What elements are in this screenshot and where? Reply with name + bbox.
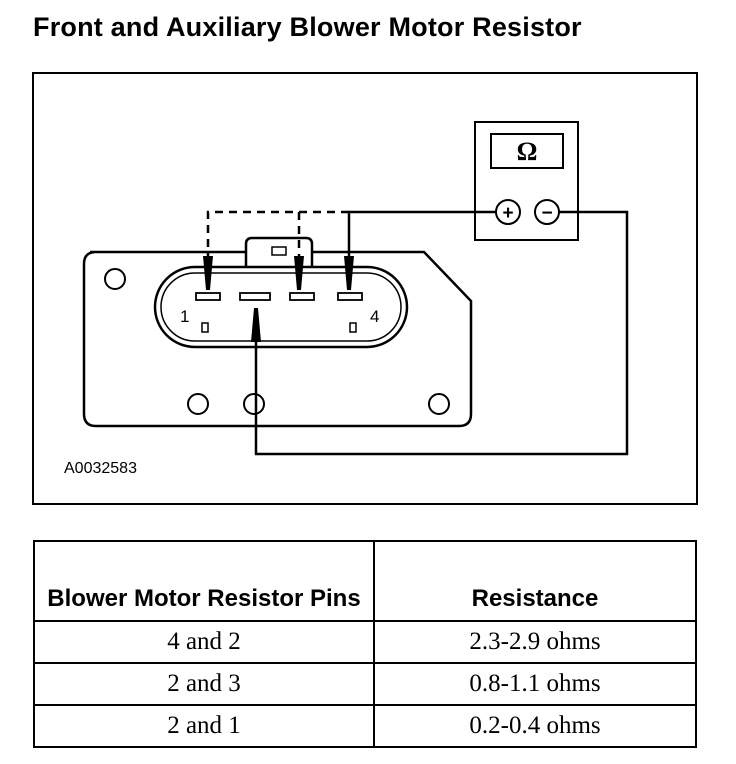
minus-symbol: − <box>541 203 552 224</box>
connector-inner <box>160 272 402 342</box>
table-row: 2 and 3 0.8-1.1 ohms <box>33 662 697 706</box>
alternate-test-lead <box>206 210 349 256</box>
negative-test-lead <box>254 210 629 456</box>
terminal-pin-1 <box>195 292 221 301</box>
pins-cell: 2 and 3 <box>33 662 375 706</box>
pin-label-4: 4 <box>370 307 379 326</box>
probe-tip <box>203 256 213 290</box>
latch-tab <box>271 246 287 256</box>
positive-test-lead <box>347 210 496 256</box>
ohm-symbol: Ω <box>517 137 538 166</box>
table-row: 4 and 2 2.3-2.9 ohms <box>33 620 697 664</box>
connector-shell <box>153 265 409 349</box>
terminal-pin-2 <box>239 292 271 301</box>
ohmmeter-display <box>490 133 564 169</box>
header-pins: Blower Motor Resistor Pins <box>33 540 375 622</box>
keying-notch <box>201 322 209 333</box>
resistance-cell: 0.2-0.4 ohms <box>373 704 697 748</box>
mounting-hole <box>428 393 450 415</box>
mounting-hole <box>104 268 126 290</box>
pin-label-1: 1 <box>180 307 189 326</box>
keying-notch <box>349 322 357 333</box>
probe-tip <box>294 256 304 290</box>
resistor-diagram: 1 4 Ω + − A0032583 <box>32 72 698 505</box>
header-resistance: Resistance <box>373 540 697 622</box>
terminal-pin-4 <box>337 292 363 301</box>
probe-tip <box>344 256 354 290</box>
table-row: 2 and 1 0.2-0.4 ohms <box>33 704 697 748</box>
diagram-svg: 1 4 Ω + − <box>82 121 629 456</box>
terminal-pin-3 <box>289 292 315 301</box>
mounting-hole <box>243 393 265 415</box>
pins-cell: 4 and 2 <box>33 620 375 664</box>
probe-tip <box>251 308 261 342</box>
resistance-cell: 2.3-2.9 ohms <box>373 620 697 664</box>
mounting-hole <box>187 393 209 415</box>
figure-id: A0032583 <box>64 460 137 477</box>
resistance-table: Blower Motor Resistor Pins Resistance 4 … <box>33 540 697 748</box>
page-title: Front and Auxiliary Blower Motor Resisto… <box>33 12 582 42</box>
resistance-cell: 0.8-1.1 ohms <box>373 662 697 706</box>
pins-cell: 2 and 1 <box>33 704 375 748</box>
plus-symbol: + <box>502 203 513 224</box>
table-header-row: Blower Motor Resistor Pins Resistance <box>33 540 697 622</box>
